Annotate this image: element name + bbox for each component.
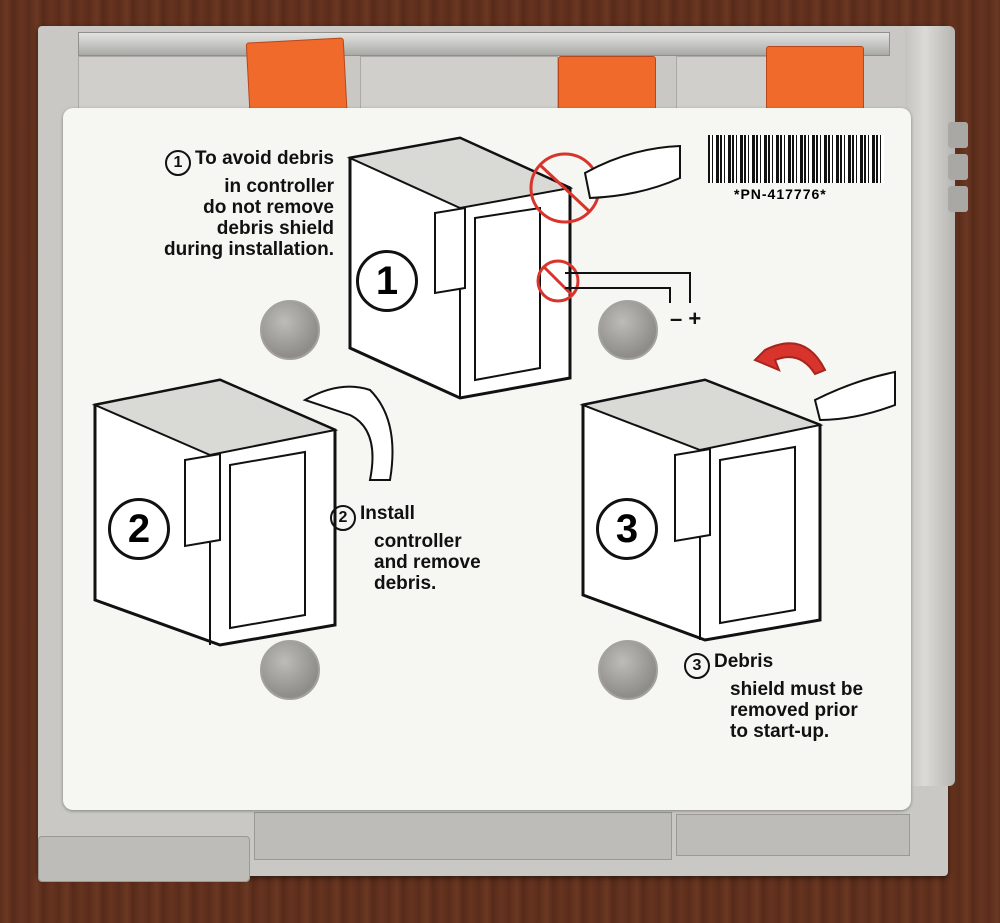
housing-segment (78, 56, 250, 118)
side-latch (948, 186, 968, 212)
part-number: *PN-417776* (734, 186, 827, 202)
bottom-clip (38, 836, 250, 882)
illustration-step-3 (579, 342, 896, 642)
figure-number-3: 3 (596, 498, 658, 560)
bottom-module (254, 812, 672, 860)
side-latch (948, 122, 968, 148)
illustration-step-1 (346, 136, 691, 400)
polarity-label: – + (670, 306, 702, 331)
step-2-number: 2 (330, 505, 356, 531)
mounting-knob (260, 640, 320, 700)
housing-segment (676, 56, 770, 118)
side-latch (948, 154, 968, 180)
barcode (708, 135, 884, 183)
bottom-module (676, 814, 910, 856)
step-3-number: 3 (684, 653, 710, 679)
step-1-number: 1 (164, 150, 191, 176)
din-rail (78, 32, 890, 56)
housing-side-panel (905, 26, 955, 786)
mounting-knob (598, 300, 658, 360)
figure-number-2: 2 (108, 498, 170, 560)
mounting-knob (598, 640, 658, 700)
illustration-step-2 (91, 378, 394, 647)
mounting-knob (260, 300, 320, 360)
figure-number-1: 1 (356, 250, 418, 312)
